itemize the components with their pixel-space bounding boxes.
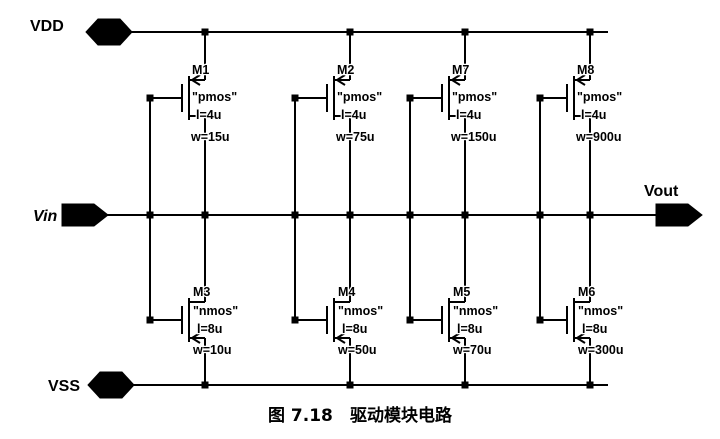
wires xyxy=(100,31,660,386)
m4-width: w=50u xyxy=(337,343,377,357)
m2-length: l=4u xyxy=(341,108,366,122)
vin-pin-icon xyxy=(61,203,109,227)
m3-type: "nmos" xyxy=(193,304,238,318)
m7-name: M7 xyxy=(452,63,469,77)
m6-name: M6 xyxy=(578,285,595,299)
m5-width: w=70u xyxy=(452,343,492,357)
m2-width: w=75u xyxy=(335,130,375,144)
vout-pin-icon xyxy=(655,203,703,227)
vss-pin-icon xyxy=(87,371,135,399)
m8-name: M8 xyxy=(577,63,594,77)
figure-title: 驱动模块电路 xyxy=(350,405,453,426)
transistor-m8: M8 "pmos" l=4u w=900u xyxy=(574,62,624,146)
m1-width: w=15u xyxy=(190,130,230,144)
m6-length: l=8u xyxy=(582,322,607,336)
vdd-pin-icon xyxy=(85,18,133,46)
vin-label: Vin xyxy=(33,208,58,225)
m6-width: w=300u xyxy=(577,343,624,357)
transistor-m4: M4 "nmos" l=8u w=50u xyxy=(336,284,385,359)
m5-name: M5 xyxy=(453,285,470,299)
vout-label: Vout xyxy=(644,183,679,200)
m5-length: l=8u xyxy=(457,322,482,336)
transistor-m3: M3 "nmos" l=8u w=10u xyxy=(191,284,240,359)
m8-type: "pmos" xyxy=(577,90,622,104)
m1-length: l=4u xyxy=(196,108,221,122)
figure-caption: 图 7.18 驱动模块电路 xyxy=(268,405,453,426)
m2-name: M2 xyxy=(337,63,354,77)
m2-type: "pmos" xyxy=(337,90,382,104)
m1-type: "pmos" xyxy=(192,90,237,104)
transistor-m1: M1 "pmos" l=4u w=15u xyxy=(189,62,239,146)
transistor-m7: M7 "pmos" l=4u w=150u xyxy=(449,62,499,146)
m6-type: "nmos" xyxy=(578,304,623,318)
transistor-m2: M2 "pmos" l=4u w=75u xyxy=(334,62,384,146)
m4-name: M4 xyxy=(338,285,355,299)
figure-number: 图 7.18 xyxy=(268,406,333,426)
vss-label: VSS xyxy=(48,378,80,395)
mosfet-arrows xyxy=(190,74,586,344)
m7-width: w=150u xyxy=(450,130,497,144)
m7-type: "pmos" xyxy=(452,90,497,104)
m8-length: l=4u xyxy=(581,108,606,122)
vdd-label: VDD xyxy=(30,18,64,35)
m3-length: l=8u xyxy=(197,322,222,336)
m3-name: M3 xyxy=(193,285,210,299)
m5-type: "nmos" xyxy=(453,304,498,318)
m8-width: w=900u xyxy=(575,130,622,144)
transistor-m5: M5 "nmos" l=8u w=70u xyxy=(451,284,500,359)
transistor-m6: M6 "nmos" l=8u w=300u xyxy=(576,284,625,359)
m3-width: w=10u xyxy=(192,343,232,357)
m4-type: "nmos" xyxy=(338,304,383,318)
m4-length: l=8u xyxy=(342,322,367,336)
m7-length: l=4u xyxy=(456,108,481,122)
m1-name: M1 xyxy=(192,63,209,77)
